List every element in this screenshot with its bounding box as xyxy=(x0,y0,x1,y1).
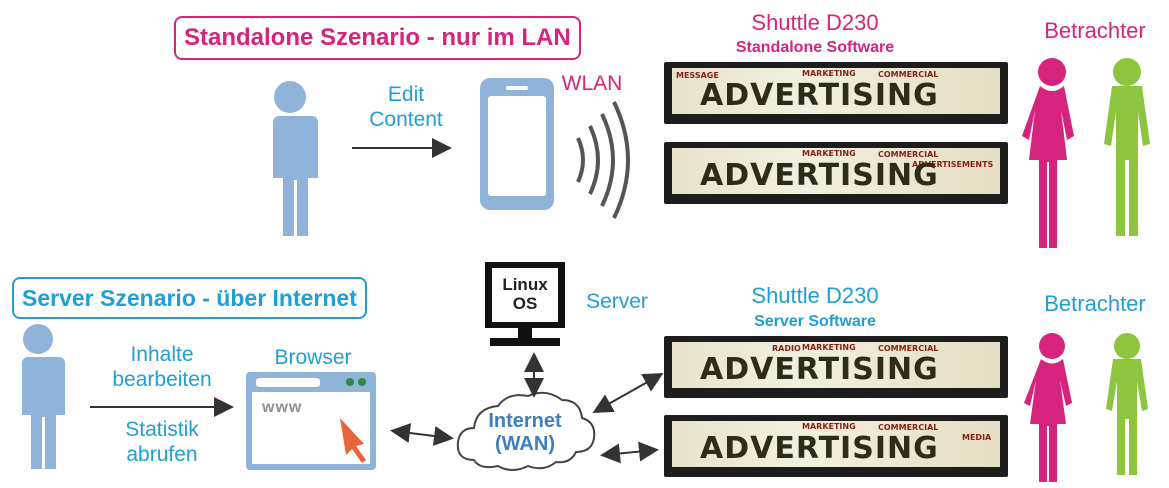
ad-headline: ADVERTISING xyxy=(700,158,939,193)
ad-headline: ADVERTISING xyxy=(700,78,939,113)
ad-word: MARKETING xyxy=(802,422,856,431)
server-label: Server xyxy=(586,290,648,313)
edit-content-label: Edit Content xyxy=(369,83,443,132)
ad-word: ADVERTISEMENTS xyxy=(912,160,994,169)
ad-headline: ADVERTISING xyxy=(700,352,939,387)
browser-label: Browser xyxy=(274,346,352,369)
ad-word: COMMERCIAL xyxy=(878,150,939,159)
statistik-abrufen-label: Statistik abrufen xyxy=(125,418,199,467)
browser-internet-arrow xyxy=(390,423,454,446)
ad-word: RADIO xyxy=(772,344,801,353)
viewer-man-icon-top xyxy=(1104,58,1150,236)
ad-word: MARKETING xyxy=(802,149,856,158)
server-scenario-title: Server Szenario - über Internet xyxy=(12,277,367,319)
viewer-man-icon-bottom xyxy=(1106,333,1148,475)
display-screen-bottom-1: MARKETING COMMERCIAL RADIO ADVERTISING xyxy=(664,336,1008,398)
device-subtitle-bottom: Server Software xyxy=(754,313,876,330)
server-monitor-icon xyxy=(485,262,565,346)
display-screen-top-1: MARKETING COMMERCIAL MESSAGE ADVERTISING xyxy=(664,62,1008,124)
editor-person-icon-top xyxy=(268,81,318,236)
wlan-waves-icon xyxy=(576,101,630,219)
viewer-woman-icon-top xyxy=(1022,58,1074,248)
ad-word: COMMERCIAL xyxy=(878,344,939,353)
internet-display2-arrow xyxy=(600,441,659,464)
wlan-label: WLAN xyxy=(561,72,623,95)
internet-display1-arrow xyxy=(592,373,664,413)
ad-word: MARKETING xyxy=(802,69,856,78)
ad-headline: ADVERTISING xyxy=(700,431,939,466)
linux-os-label: Linux OS xyxy=(502,275,548,313)
ad-word: MEDIA xyxy=(962,433,992,442)
ad-word: MARKETING xyxy=(802,343,856,352)
internet-cloud-icon xyxy=(456,391,596,471)
viewer-label-top: Betrachter xyxy=(1044,18,1146,43)
inhalte-bearbeiten-label: Inhalte bearbeiten xyxy=(112,343,212,392)
browser-www-text: www xyxy=(262,399,303,416)
editor-person-icon-bottom xyxy=(17,324,65,469)
display-screen-top-2: MARKETING COMMERCIAL ADVERTISEMENTS ADVE… xyxy=(664,142,1008,204)
device-subtitle-top: Standalone Software xyxy=(735,39,895,56)
ad-word: MESSAGE xyxy=(676,71,719,80)
ad-word: COMMERCIAL xyxy=(878,70,939,79)
device-title-bottom: Shuttle D230 xyxy=(751,283,879,308)
device-title-top: Shuttle D230 xyxy=(751,10,879,35)
standalone-scenario-title: Standalone Szenario - nur im LAN xyxy=(174,16,581,60)
viewer-label-bottom: Betrachter xyxy=(1044,291,1146,316)
smartphone-icon xyxy=(480,78,554,210)
ad-word: COMMERCIAL xyxy=(878,423,939,432)
internet-wan-label: Internet (WAN) xyxy=(488,410,562,455)
display-screen-bottom-2: MARKETING COMMERCIAL MEDIA ADVERTISING xyxy=(664,415,1008,477)
browser-window-icon xyxy=(246,372,376,470)
viewer-woman-icon-bottom xyxy=(1024,333,1072,482)
